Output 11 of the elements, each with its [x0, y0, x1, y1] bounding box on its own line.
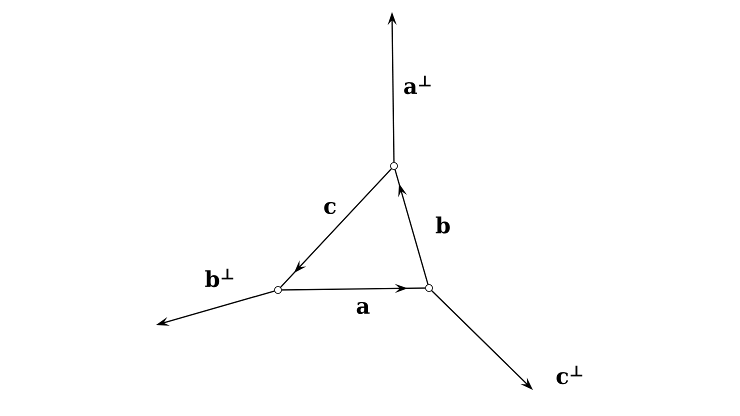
vertex-circle [274, 286, 282, 294]
arrow [394, 170, 429, 284]
edge-label: b$^{⊥}$ [204, 268, 236, 288]
vertex-circle [425, 284, 433, 292]
edge-label: a [354, 300, 372, 316]
edge-label: c [322, 200, 338, 216]
arrow [280, 168, 392, 288]
vertex-circle [390, 162, 398, 170]
edge-label: c$^{⊥}$ [554, 364, 586, 386]
edge-label: a$^{⊥}$ [402, 74, 434, 96]
edge-label: b [434, 216, 452, 235]
